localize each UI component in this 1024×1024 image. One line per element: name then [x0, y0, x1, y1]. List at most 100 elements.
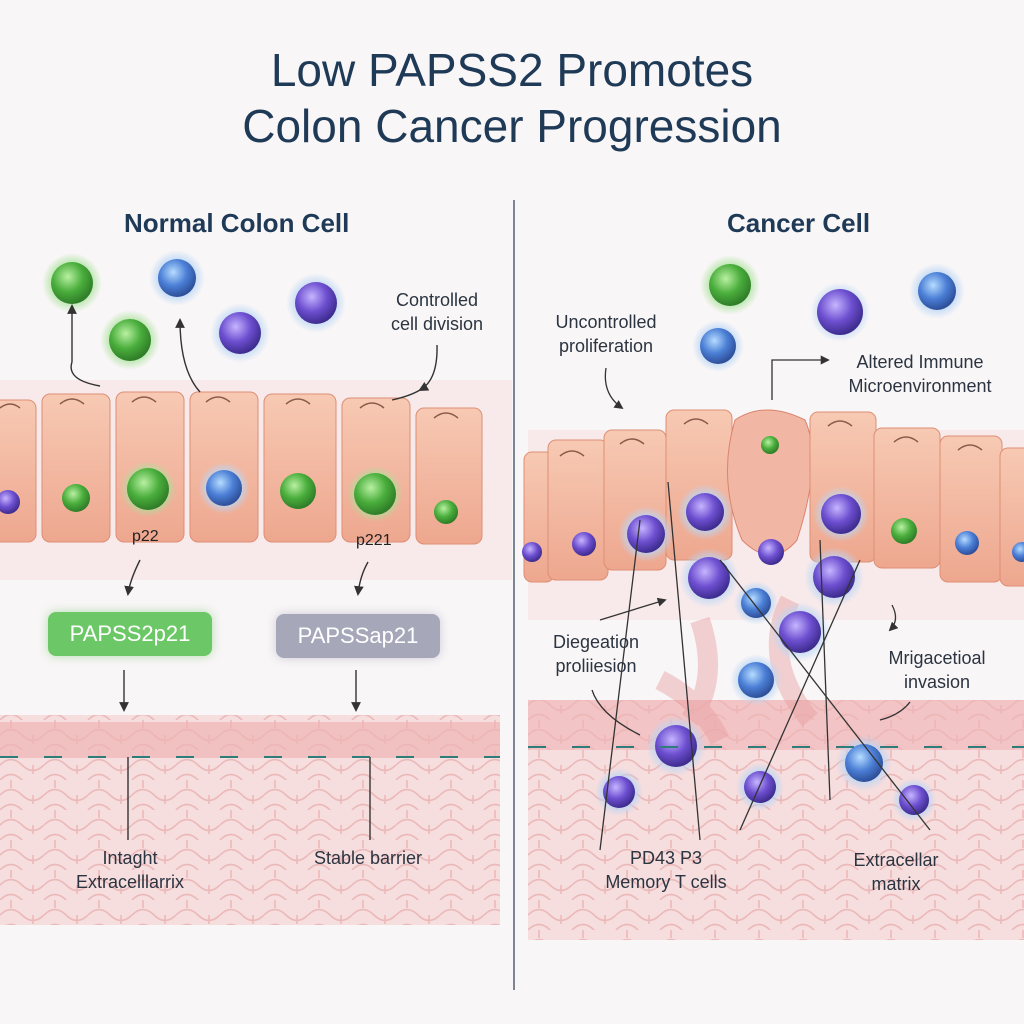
ecm-line1: Extracellar [853, 850, 939, 870]
altered-immune-line1: Altered Immune [856, 352, 984, 372]
blue-immune-cell [918, 272, 956, 310]
green-immune-cell [51, 262, 93, 304]
nucleus [127, 468, 169, 510]
stable-barrier-label: Stable barrier [313, 848, 423, 868]
epithelial-cell [939, 435, 1003, 583]
differentiation-label: Diegeation proliiesion [536, 630, 656, 678]
right-immune-cells [692, 255, 965, 372]
epithelial-cell [999, 447, 1024, 587]
nucleus [354, 473, 396, 515]
p21-label-b: p221 [356, 532, 392, 549]
left-basement-membrane [0, 722, 500, 758]
controlled-division-line2: cell division [390, 314, 484, 334]
connector [591, 689, 641, 736]
intact-ecm-line2: Extracelllarrix [75, 872, 185, 892]
nucleus [206, 470, 242, 506]
microvilli [559, 418, 983, 457]
nucleus [758, 539, 784, 565]
blue-immune-cell [700, 328, 736, 364]
connector [819, 539, 831, 801]
uncontrolled-line2: proliferation [558, 336, 654, 356]
purple-immune-cell [821, 494, 861, 534]
purple-immune-cell [295, 282, 337, 324]
left-arrows [0, 304, 500, 840]
epithelial-cell [873, 427, 941, 569]
arrow [353, 561, 369, 596]
nucleus [0, 490, 20, 514]
blue-immune-cell [845, 744, 883, 782]
migration-line1: Mrigacetioal [888, 648, 986, 668]
intact-ecm-line1: Intaght [102, 848, 158, 868]
epithelial-cell [415, 407, 483, 545]
arrow [771, 355, 830, 400]
migration-line2: invasion [903, 672, 971, 692]
nucleus [955, 531, 979, 555]
papss2-p21-pill: PAPSS2p21 [48, 612, 212, 656]
extracellular-matrix-label: Extracellar matrix [826, 848, 966, 896]
connector [599, 519, 641, 851]
arrow [599, 597, 667, 621]
epithelial-cell [41, 393, 111, 543]
left-panel-heading: Normal Colon Cell [124, 208, 350, 238]
purple-immune-cell [779, 611, 821, 653]
blue-immune-cell [158, 259, 196, 297]
purple-immune-cell [899, 785, 929, 815]
microvilli [0, 396, 459, 419]
nucleus [62, 484, 90, 512]
purple-immune-cell [744, 771, 776, 803]
arrow [124, 559, 141, 596]
connector [667, 481, 701, 841]
nucleus [434, 500, 458, 524]
ecm-line2: matrix [871, 874, 921, 894]
right-arrows [528, 355, 1024, 851]
connector [739, 559, 861, 831]
purple-immune-cell [817, 289, 863, 335]
purple-immune-cell [813, 556, 855, 598]
papss-p21-pill: PAPSSap21 [276, 614, 440, 658]
epithelial-cell [547, 439, 609, 581]
arrow-line [70, 361, 101, 387]
green-immune-cell [709, 264, 751, 306]
purple-immune-cell [603, 776, 635, 808]
blue-immune-cell [738, 662, 774, 698]
intact-ecm-label: Intaght Extracelllarrix [40, 846, 220, 894]
purple-immune-cell [219, 312, 261, 354]
blue-immune-cell [741, 588, 771, 618]
uncontrolled-line1: Uncontrolled [555, 312, 657, 332]
differentiation-line1: Diegeation [552, 632, 640, 652]
purple-immune-cell [686, 493, 724, 531]
arrow [175, 318, 201, 393]
purple-immune-cell [627, 515, 665, 553]
memory-t-line1: PD43 P3 [629, 848, 703, 868]
nucleus [891, 518, 917, 544]
left-immune-cells [42, 250, 346, 370]
arrow [888, 604, 899, 632]
left-nuclei [0, 461, 458, 524]
memory-t-line2: Memory T cells [605, 872, 727, 892]
page-title-line2: Colon Cancer Progression [242, 100, 782, 152]
arrow-line [391, 389, 421, 401]
p21-label-a: p22 [132, 528, 159, 545]
migration-invasion-label: Mrigacetioal invasion [872, 646, 1002, 694]
arrow [604, 367, 624, 410]
epithelial-cell [0, 399, 37, 543]
connector [879, 701, 911, 721]
tumor-mass [726, 409, 813, 556]
right-basement-membrane [528, 700, 1024, 750]
altered-immune-label: Altered Immune Microenvironment [830, 350, 1010, 398]
page-title-line1: Low PAPSS2 Promotes [270, 44, 754, 96]
green-immune-cell [109, 319, 151, 361]
altered-immune-line2: Microenvironment [848, 376, 992, 396]
nucleus [522, 542, 542, 562]
right-panel-heading: Cancer Cell [727, 208, 871, 238]
nucleus [1012, 542, 1024, 562]
differentiation-line2: proliiesion [555, 656, 637, 676]
nucleus [280, 473, 316, 509]
purple-immune-cell [688, 557, 730, 599]
controlled-division-line1: Controlled [395, 290, 479, 310]
uncontrolled-proliferation-label: Uncontrolled proliferation [536, 310, 676, 358]
memory-t-cells-label: PD43 P3 Memory T cells [586, 846, 746, 894]
controlled-division-label: Controlled cell division [372, 288, 502, 336]
